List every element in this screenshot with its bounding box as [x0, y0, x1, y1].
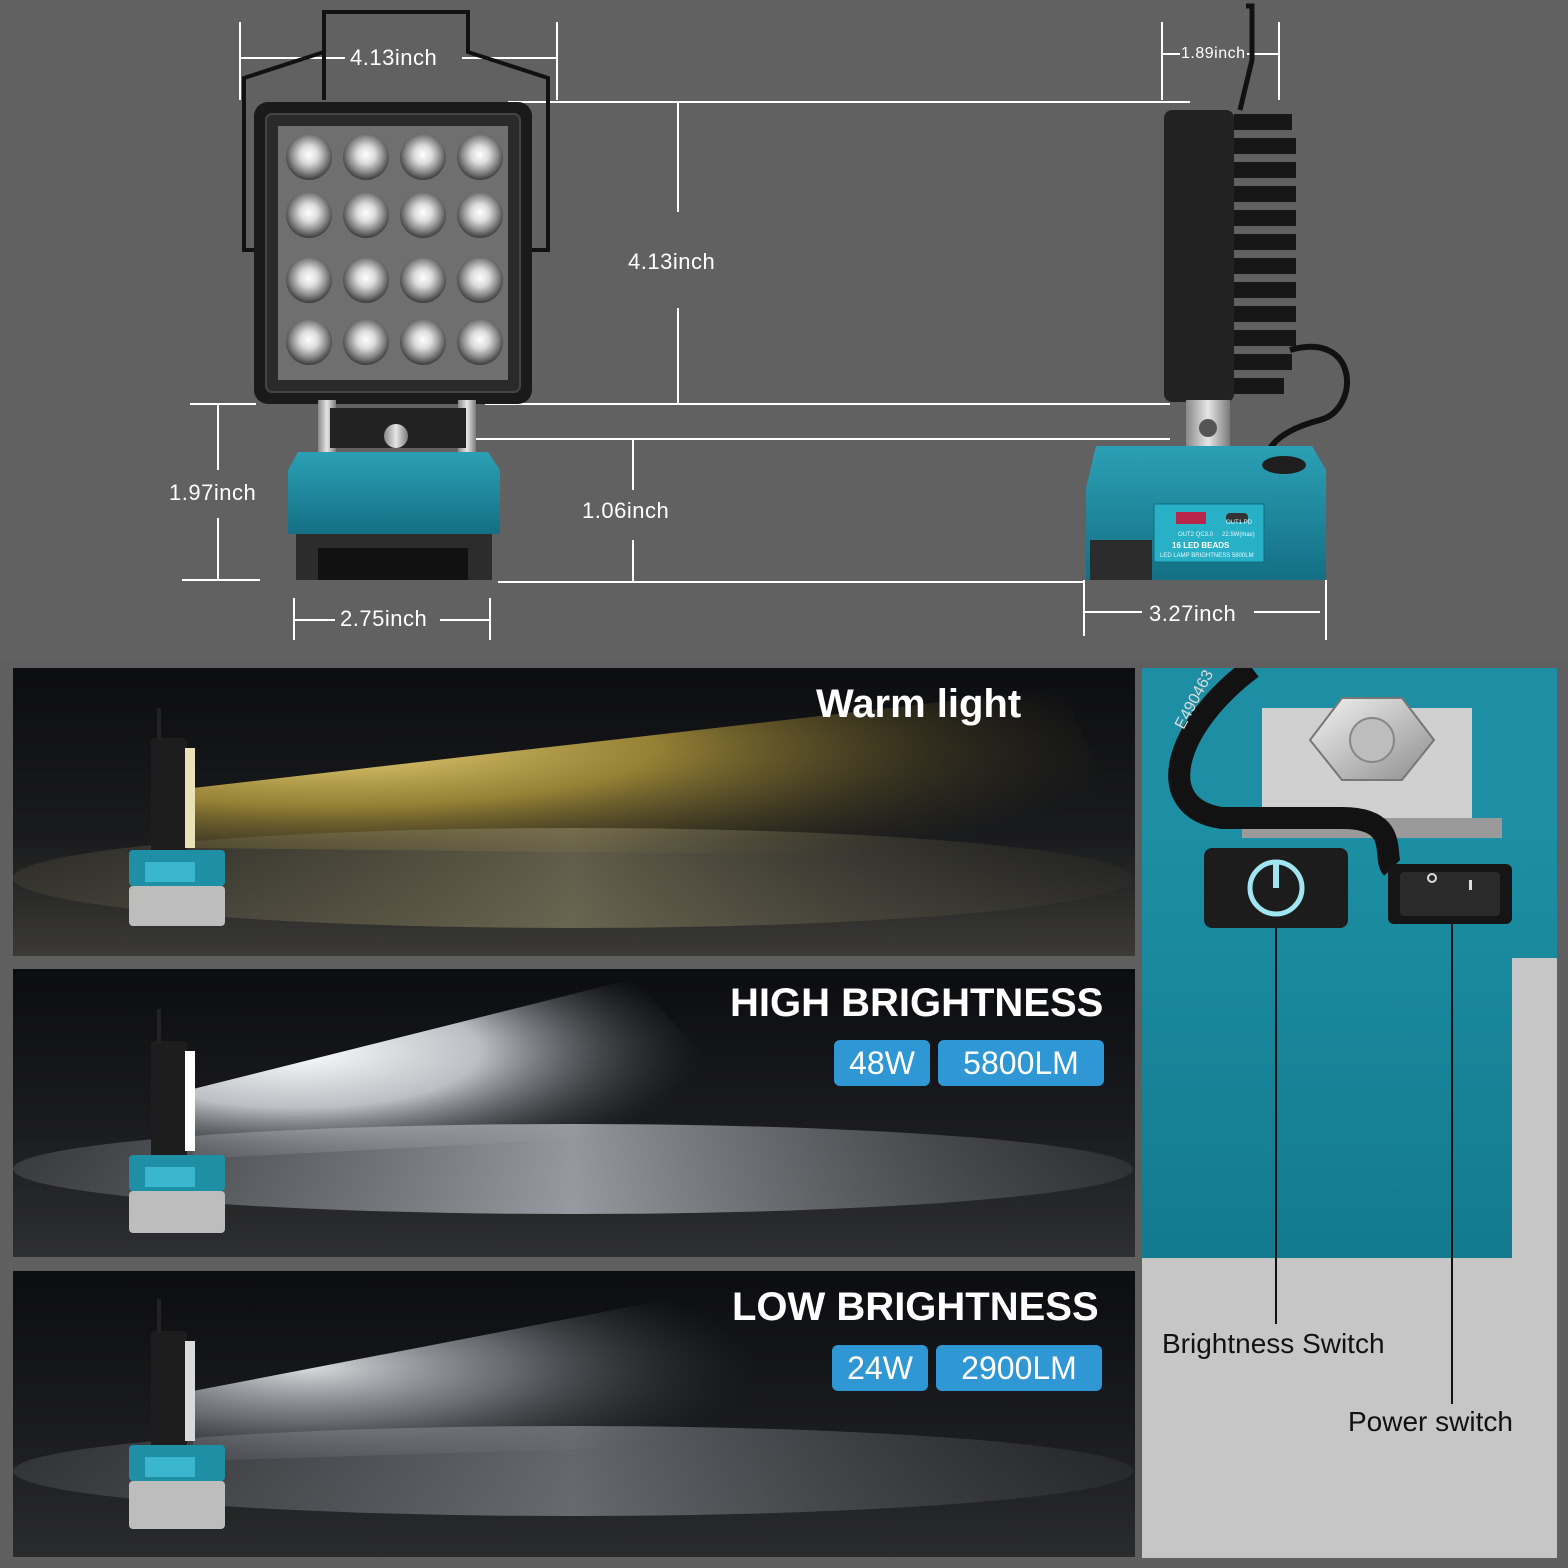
- mode-panel-low: LOW BRIGHTNESS 24W 2900LM: [13, 1271, 1135, 1557]
- power-switch-label: Power switch: [1348, 1406, 1513, 1437]
- high-beam-graphic: [13, 969, 1135, 1257]
- mode-title-low: LOW BRIGHTNESS: [732, 1285, 1099, 1329]
- low-beam-graphic: [13, 1271, 1135, 1557]
- mode-title-warm: Warm light: [816, 682, 1022, 726]
- dimension-lines: [182, 3, 1351, 640]
- brightness-spec: LED LAMP BRIGHTNESS 5800LM: [1160, 553, 1254, 559]
- brightness-switch-label: Brightness Switch: [1162, 1328, 1385, 1359]
- switch-closeup-panel: E490463 Brightness Switch Power switch: [1142, 668, 1557, 1558]
- side-depth-label: 1.89inch: [1181, 45, 1246, 62]
- front-lamp-drawing: [242, 10, 550, 580]
- stand-height-label: 1.06inch: [582, 498, 670, 523]
- mode-watt-badge-low: 24W: [832, 1345, 928, 1391]
- port-label-pd: OUT1 PD: [1226, 520, 1253, 526]
- mode-lumen-badge-low: 2900LM: [936, 1345, 1102, 1391]
- lamp-width-label: 4.13inch: [350, 45, 438, 70]
- port-spec: 22.5W(max): [1222, 532, 1255, 538]
- side-lamp-drawing: [1086, 3, 1351, 580]
- base-depth-label: 3.27inch: [1149, 601, 1237, 626]
- mode-watt-badge-high: 48W: [834, 1040, 930, 1086]
- warm-beam-graphic: [13, 668, 1135, 956]
- mode-panel-high: HIGH BRIGHTNESS 48W 5800LM: [13, 969, 1135, 1257]
- mode-panel-warm: Warm light: [13, 668, 1135, 956]
- device-label-panel: OUT2 QC3.0 OUT1 PD 22.5W(max) 16 LED BEA…: [1154, 504, 1264, 562]
- lamp-height-label: 4.13inch: [628, 249, 716, 274]
- port-label-qc: OUT2 QC3.0: [1178, 532, 1214, 538]
- dimension-diagram: 4.13inch 1.89inch 4.13inch 1.97inch 1.06…: [0, 0, 1568, 660]
- mode-lumen-badge-high: 5800LM: [938, 1040, 1104, 1086]
- beads-label: 16 LED BEADS: [1172, 541, 1230, 550]
- mode-title-high: HIGH BRIGHTNESS: [730, 981, 1104, 1025]
- base-height-label: 1.97inch: [169, 480, 257, 505]
- switch-closeup-graphic: [1142, 668, 1557, 1404]
- base-width-label: 2.75inch: [340, 606, 428, 631]
